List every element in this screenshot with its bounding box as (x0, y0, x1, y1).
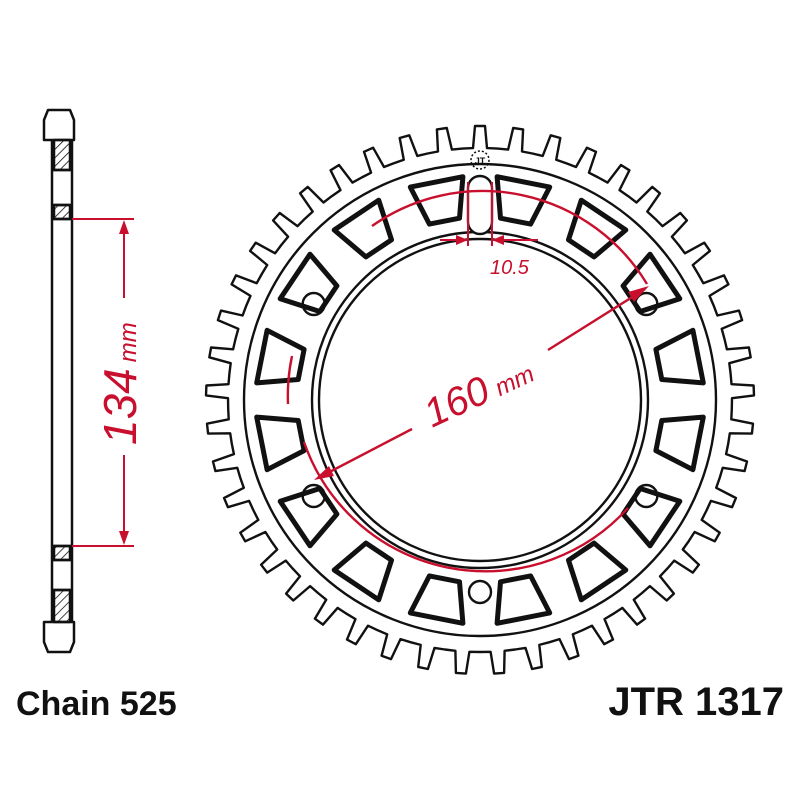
bolt-hole-dimension-label: 10.5 (490, 257, 530, 279)
lightening-window (407, 573, 466, 626)
lightening-window (566, 197, 629, 260)
chain-size-label: Chain 525 (16, 685, 177, 723)
bolt-holes (301, 291, 659, 605)
lightening-window (653, 414, 706, 473)
side-view-dimension-label: 134mm (94, 322, 146, 445)
lightening-window (494, 573, 553, 626)
lightening-window (331, 540, 394, 603)
pcd-dimension (286, 189, 649, 573)
bolt-hole (634, 291, 659, 317)
jt-logo-icon: JT (470, 150, 490, 170)
lightening-window (494, 174, 553, 227)
lightening-window (620, 251, 683, 314)
sprocket-side-profile (42, 108, 76, 654)
lightening-window (407, 174, 466, 227)
sprocket-teeth-outline (204, 124, 756, 675)
lightening-window (254, 414, 307, 473)
top-bolt-slot (466, 174, 494, 236)
lightening-window (277, 486, 340, 549)
bolt-hole (301, 291, 326, 317)
lightening-window (254, 327, 307, 386)
side-view-dimension (72, 218, 134, 547)
bolt-hole (467, 579, 493, 605)
lightening-window (331, 197, 394, 260)
lightening-window (277, 251, 340, 314)
lightening-window (653, 327, 706, 386)
pcd-dimension-label: 160mm (417, 348, 540, 436)
svg-text:JT: JT (475, 156, 486, 166)
bolt-hole (301, 483, 326, 509)
bolt-hole (634, 483, 659, 509)
part-number-label: JTR 1317 (608, 680, 784, 724)
bolt-hole-dimension (440, 182, 538, 246)
lightening-window (566, 540, 629, 603)
